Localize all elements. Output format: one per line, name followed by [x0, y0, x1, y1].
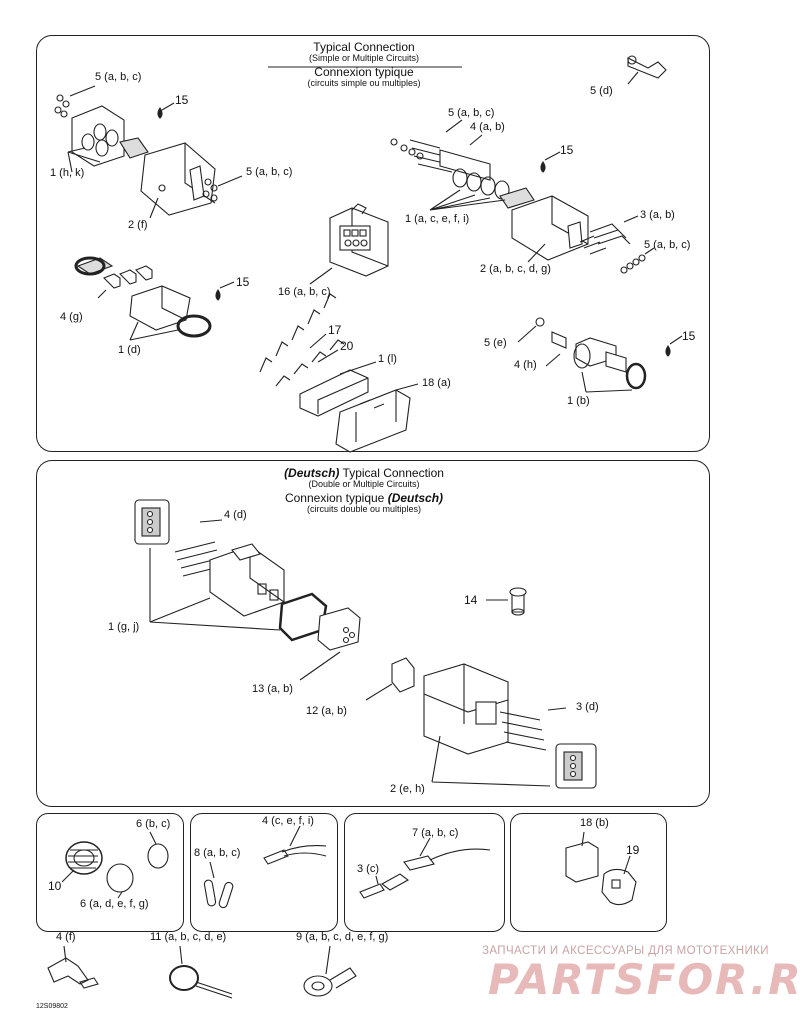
callout-label: 2 (f) — [128, 219, 148, 231]
title-en: Typical Connection — [313, 40, 415, 54]
callout-label: 20 — [340, 339, 354, 353]
callout-label: 1 (h, k) — [50, 167, 85, 179]
callout-label: 8 (a, b, c) — [194, 847, 241, 859]
callout-label: 18 (b) — [580, 817, 609, 829]
callout-label: 4 (c, e, f, i) — [262, 815, 314, 827]
callout-label: 4 (d) — [224, 509, 247, 521]
subtitle-fr: (circuits simple ou multiples) — [307, 77, 421, 88]
cable-tie-11 — [169, 965, 233, 999]
middle-panel-title: (Deutsch) Typical Connection (Double or … — [234, 467, 494, 514]
connector-group-4g — [74, 256, 212, 338]
drawing-code: 12S09802 — [36, 1003, 68, 1010]
bottom-panel-3 — [344, 813, 505, 932]
callout-label: 19 — [626, 843, 640, 857]
callout-label: 3 (c) — [357, 863, 379, 875]
subtitle-en: (Double or Multiple Circuits) — [308, 478, 420, 489]
callout-label: 3 (d) — [576, 701, 599, 713]
callout-label: 11 (a, b, c, d, e) — [150, 931, 227, 943]
callout-label: 5 (a, b, c) — [644, 239, 691, 251]
part-5d — [627, 55, 667, 79]
callout-label: 4 (h) — [514, 359, 537, 371]
part-7abc-3c — [359, 848, 491, 899]
callout-label: 15 — [236, 275, 250, 289]
terminal-group-17-20 — [259, 293, 411, 453]
part-18b-19 — [565, 841, 637, 906]
callout-label: 6 (a, d, e, f, g) — [80, 898, 149, 910]
deutsch-connector-1gj — [134, 499, 361, 651]
callout-label: 4 (a, b) — [470, 121, 505, 133]
callout-label: 5 (a, b, c) — [95, 71, 142, 83]
deutsch-connector-2eh — [391, 657, 597, 789]
title-fr-suffix: (Deutsch) — [387, 491, 444, 506]
watermark-tagline: ЗАПЧАСТИ И АКСЕССУАРЫ ДЛЯ МОТОТЕХНИКИ — [482, 945, 769, 957]
title-en: Typical Connection — [339, 466, 444, 480]
subtitle-en: (Simple or Multiple Circuits) — [308, 52, 420, 63]
callout-label: 4 (f) — [56, 931, 76, 943]
ring-terminal-9 — [303, 967, 357, 997]
connector-group-1b — [535, 317, 647, 390]
callout-label: 6 (b, c) — [136, 818, 171, 830]
callout-label: 1 (d) — [118, 344, 141, 356]
callout-label: 4 (g) — [60, 311, 83, 323]
callout-label: 5 (e) — [484, 337, 507, 349]
callout-label: 12 (a, b) — [306, 705, 347, 717]
nut-10 — [65, 841, 103, 875]
callout-label: 1 (a, c, e, f, i) — [405, 213, 470, 225]
housing-2f — [140, 142, 216, 216]
callout-label: 17 — [328, 323, 342, 337]
callout-label: 15 — [175, 93, 189, 107]
callout-label: 15 — [560, 143, 574, 157]
title-fr: Connexion typique — [284, 491, 388, 506]
callout-label: 3 (a, b) — [640, 209, 675, 221]
callout-label: 9 (a, b, c, d, e, f, g) — [296, 931, 389, 943]
callout-label: 15 — [682, 329, 696, 343]
bottom-panel-2 — [190, 813, 338, 932]
terminals-top-right — [390, 138, 535, 209]
part-4f — [47, 957, 99, 989]
title-fr: Connexion typique — [314, 65, 414, 80]
callout-label: 1 (l) — [378, 353, 397, 365]
title-en-prefix: (Deutsch) — [284, 466, 340, 480]
part-4cefi-8abc — [203, 845, 327, 909]
top-panel-title: Typical Connection (Simple or Multiple C… — [234, 41, 494, 88]
callout-label: 2 (a, b, c, d, g) — [480, 263, 551, 275]
watermark-logo: PARTSFOR.RU — [488, 955, 800, 1004]
callout-label: 1 (g, j) — [108, 621, 140, 633]
connector-1hk — [54, 94, 149, 167]
callout-label: 5 (d) — [590, 85, 613, 97]
callout-label: 2 (e, h) — [390, 783, 425, 795]
callout-label: 5 (a, b, c) — [246, 166, 293, 178]
callout-label: 13 (a, b) — [252, 683, 293, 695]
part-14 — [509, 587, 527, 616]
callout-label: 5 (a, b, c) — [448, 107, 495, 119]
callout-label: 1 (b) — [567, 395, 590, 407]
housing-2abcdg — [511, 195, 607, 261]
callout-label: 7 (a, b, c) — [412, 827, 459, 839]
connector-16 — [329, 203, 389, 277]
subtitle-fr: (circuits double ou multiples) — [306, 503, 422, 514]
callout-label: 18 (a) — [422, 377, 451, 389]
callout-label: 16 (a, b, c) — [278, 286, 331, 298]
callout-label: 14 — [464, 593, 478, 607]
callout-label: 10 — [48, 879, 62, 893]
